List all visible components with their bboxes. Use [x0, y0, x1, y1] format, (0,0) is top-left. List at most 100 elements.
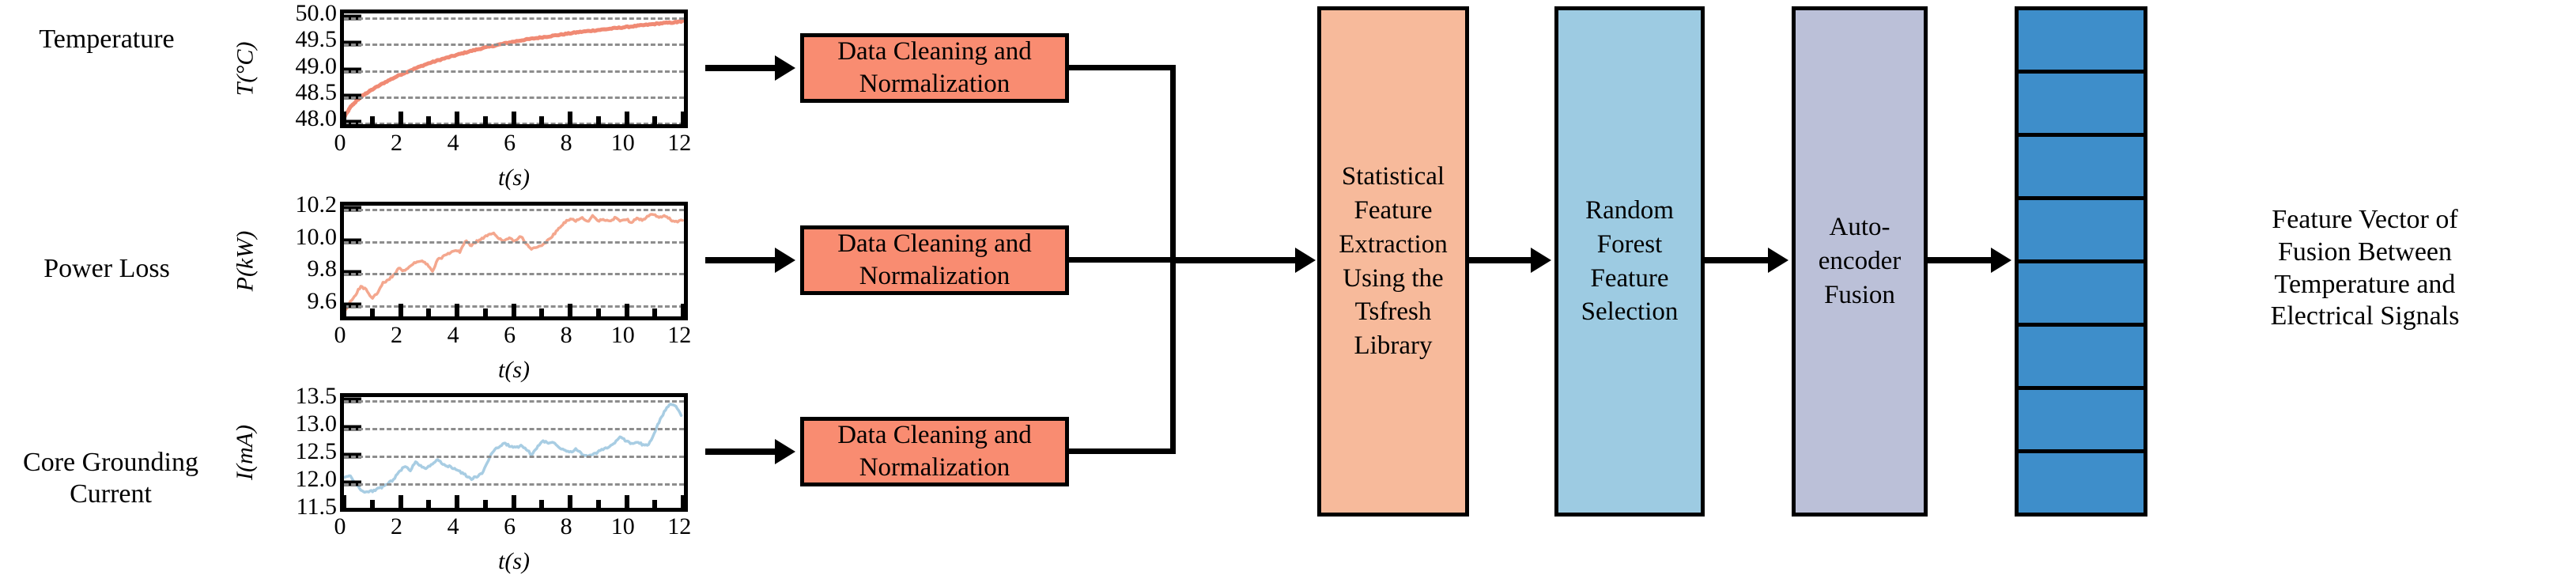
- arrow-line-feature-extraction-to-random-forest: [1469, 257, 1532, 263]
- row-label-core-grounding-line2: Current: [70, 479, 152, 509]
- chart-power-loss-xtick-mark: [652, 308, 658, 316]
- row-label-temperature-text: Temperature: [39, 25, 175, 54]
- row-label-power-loss-text: Power Loss: [43, 254, 170, 283]
- feature-vector-cell: [2019, 327, 2144, 390]
- chart-power-loss-xtick-label: 6: [504, 322, 516, 348]
- chart-core-grounding-current-xtick-mark: [539, 500, 545, 508]
- chart-power-loss-x-axis-label: t(s): [498, 357, 530, 383]
- chart-power-loss-svg: [344, 206, 684, 316]
- chart-power-loss-xtick-mark: [344, 304, 346, 316]
- chart-temperature-xtick-mark: [624, 112, 629, 124]
- autoencoder-fusion-box[interactable]: Auto- encoder Fusion: [1792, 6, 1928, 517]
- chart-power-loss-xtick-mark: [511, 304, 516, 316]
- merge-arrow-head-to-feature-extraction: [1295, 248, 1316, 273]
- chart-temperature-xtick-mark: [398, 112, 403, 124]
- autoencoder-line2: encoder: [1818, 247, 1902, 276]
- chart-core-grounding-current-xtick-mark: [398, 495, 403, 508]
- chart-core-grounding-current-xtick-mark: [344, 495, 346, 508]
- arrow-head-random-forest-to-autoencoder: [1768, 248, 1788, 273]
- chart-core-grounding-current-gridline: [344, 428, 684, 431]
- random-forest-line4: Selection: [1581, 297, 1679, 327]
- chart-temperature-xtick-mark: [568, 112, 573, 124]
- feature-vector-cell: [2019, 453, 2144, 513]
- chart-power-loss-xtick-label: 2: [391, 322, 403, 348]
- chart-temperature-series-line: [344, 21, 682, 117]
- chart-temperature-ytick-label: 48.0: [295, 105, 338, 132]
- feature-vector-stack: [2015, 6, 2147, 517]
- chart-temperature-xtick-label: 10: [610, 130, 635, 156]
- chart-temperature-ytick-mark: [344, 119, 361, 124]
- random-forest-feature-selection-box[interactable]: Random Forest Feature Selection: [1554, 6, 1705, 517]
- random-forest-line2: Forest: [1596, 229, 1663, 259]
- chart-temperature-xtick-mark: [455, 112, 460, 124]
- chart-core-grounding-current-series-line: [344, 404, 682, 492]
- chart-temperature-xtick-mark: [681, 112, 684, 124]
- chart-power-loss-xtick-label: 4: [447, 322, 459, 348]
- feature-extraction-line1: Statistical: [1341, 161, 1445, 191]
- output-text-line3: Temperature and: [2274, 269, 2456, 299]
- chart-power-loss-xtick-label: 0: [334, 322, 346, 348]
- merge-arrow-line-to-feature-extraction: [1170, 257, 1297, 263]
- chart-power-loss-ytick-label: 10.2: [295, 191, 338, 218]
- chart-power-loss-ytick-label: 10.0: [295, 223, 338, 250]
- chart-temperature-xtick-mark: [344, 112, 346, 124]
- chart-core-grounding-current-x-axis-label: t(s): [498, 548, 530, 574]
- chart-power-loss-y-ticks: 9.6 9.8 10.0 10.2: [256, 193, 340, 320]
- chart-core-grounding-current-xtick-label: 10: [610, 513, 635, 539]
- row-label-core-grounding-line1: Core Grounding: [23, 448, 198, 477]
- chart-power-loss-series-line: [344, 214, 682, 313]
- chart-power-loss-xtick-mark: [681, 304, 684, 316]
- chart-temperature-plot-area: [340, 9, 688, 128]
- chart-core-grounding-current-xtick-mark: [681, 495, 684, 508]
- chart-core-grounding-current-xtick-mark: [595, 500, 601, 508]
- chart-power-loss-ytick-label: 9.6: [307, 287, 338, 314]
- autoencoder-line3: Fusion: [1824, 280, 1895, 309]
- chart-temperature-xtick-mark: [511, 112, 516, 124]
- statistical-feature-extraction-box[interactable]: Statistical Feature Extraction Using the…: [1317, 6, 1469, 517]
- chart-core-grounding-current-xtick-mark: [652, 500, 658, 508]
- chart-core-grounding-current-svg: [344, 397, 684, 508]
- arrow-line-chart1-to-clean1: [705, 65, 776, 71]
- chart-core-grounding-current-xtick-label: 6: [504, 513, 516, 539]
- row-label-core-grounding-current: Core Grounding Current: [0, 447, 221, 510]
- feature-vector-cell: [2019, 200, 2144, 263]
- output-text-line2: Fusion Between: [2277, 237, 2453, 267]
- feature-vector-cell: [2019, 390, 2144, 453]
- chart-power-loss-xtick-label: 10: [610, 322, 635, 348]
- chart-core-grounding-current-xtick-label: 2: [391, 513, 403, 539]
- data-cleaning-box-3[interactable]: Data Cleaning and Normalization: [800, 417, 1069, 486]
- data-cleaning-box-3-line1: Data Cleaning and: [837, 420, 1032, 449]
- data-cleaning-box-1[interactable]: Data Cleaning and Normalization: [800, 33, 1069, 103]
- arrow-line-chart3-to-clean3: [705, 448, 776, 455]
- chart-power-loss-plot-area: [340, 202, 688, 320]
- chart-temperature-xtick-label: 0: [334, 130, 346, 156]
- arrow-head-autoencoder-to-feature-vector: [1991, 248, 2011, 273]
- output-description-text: Feature Vector of Fusion Between Tempera…: [2163, 204, 2567, 333]
- chart-temperature-x-axis-label: t(s): [498, 165, 530, 191]
- chart-core-grounding-current-xtick-mark: [455, 495, 460, 508]
- chart-temperature-xtick-mark: [369, 116, 375, 124]
- chart-core-grounding-current-xtick-label: 8: [560, 513, 572, 539]
- data-cleaning-box-2[interactable]: Data Cleaning and Normalization: [800, 225, 1069, 295]
- chart-power-loss-xtick-label: 12: [667, 322, 692, 348]
- chart-power-loss-xtick-mark: [455, 304, 460, 316]
- data-cleaning-box-1-line1: Data Cleaning and: [837, 36, 1032, 66]
- chart-core-grounding-current-ytick-label: 13.0: [295, 411, 338, 437]
- chart-temperature-svg: [344, 13, 684, 124]
- chart-power-loss-xtick-mark: [398, 304, 403, 316]
- arrow-line-chart2-to-clean2: [705, 257, 776, 263]
- chart-power-loss-xtick-mark: [595, 308, 601, 316]
- chart-power-loss-xtick-mark: [624, 304, 629, 316]
- row-label-power-loss: Power Loss: [8, 253, 206, 285]
- chart-core-grounding-current-xtick-mark: [426, 500, 432, 508]
- chart-power-loss-ytick-label: 9.8: [307, 255, 338, 282]
- chart-temperature-xtick-mark: [426, 116, 432, 124]
- chart-core-grounding-current-ytick-label: 13.5: [295, 383, 338, 410]
- chart-power-loss-gridline: [344, 273, 684, 276]
- merge-stub-bottom: [1069, 448, 1176, 454]
- chart-temperature-gridline: [344, 17, 684, 21]
